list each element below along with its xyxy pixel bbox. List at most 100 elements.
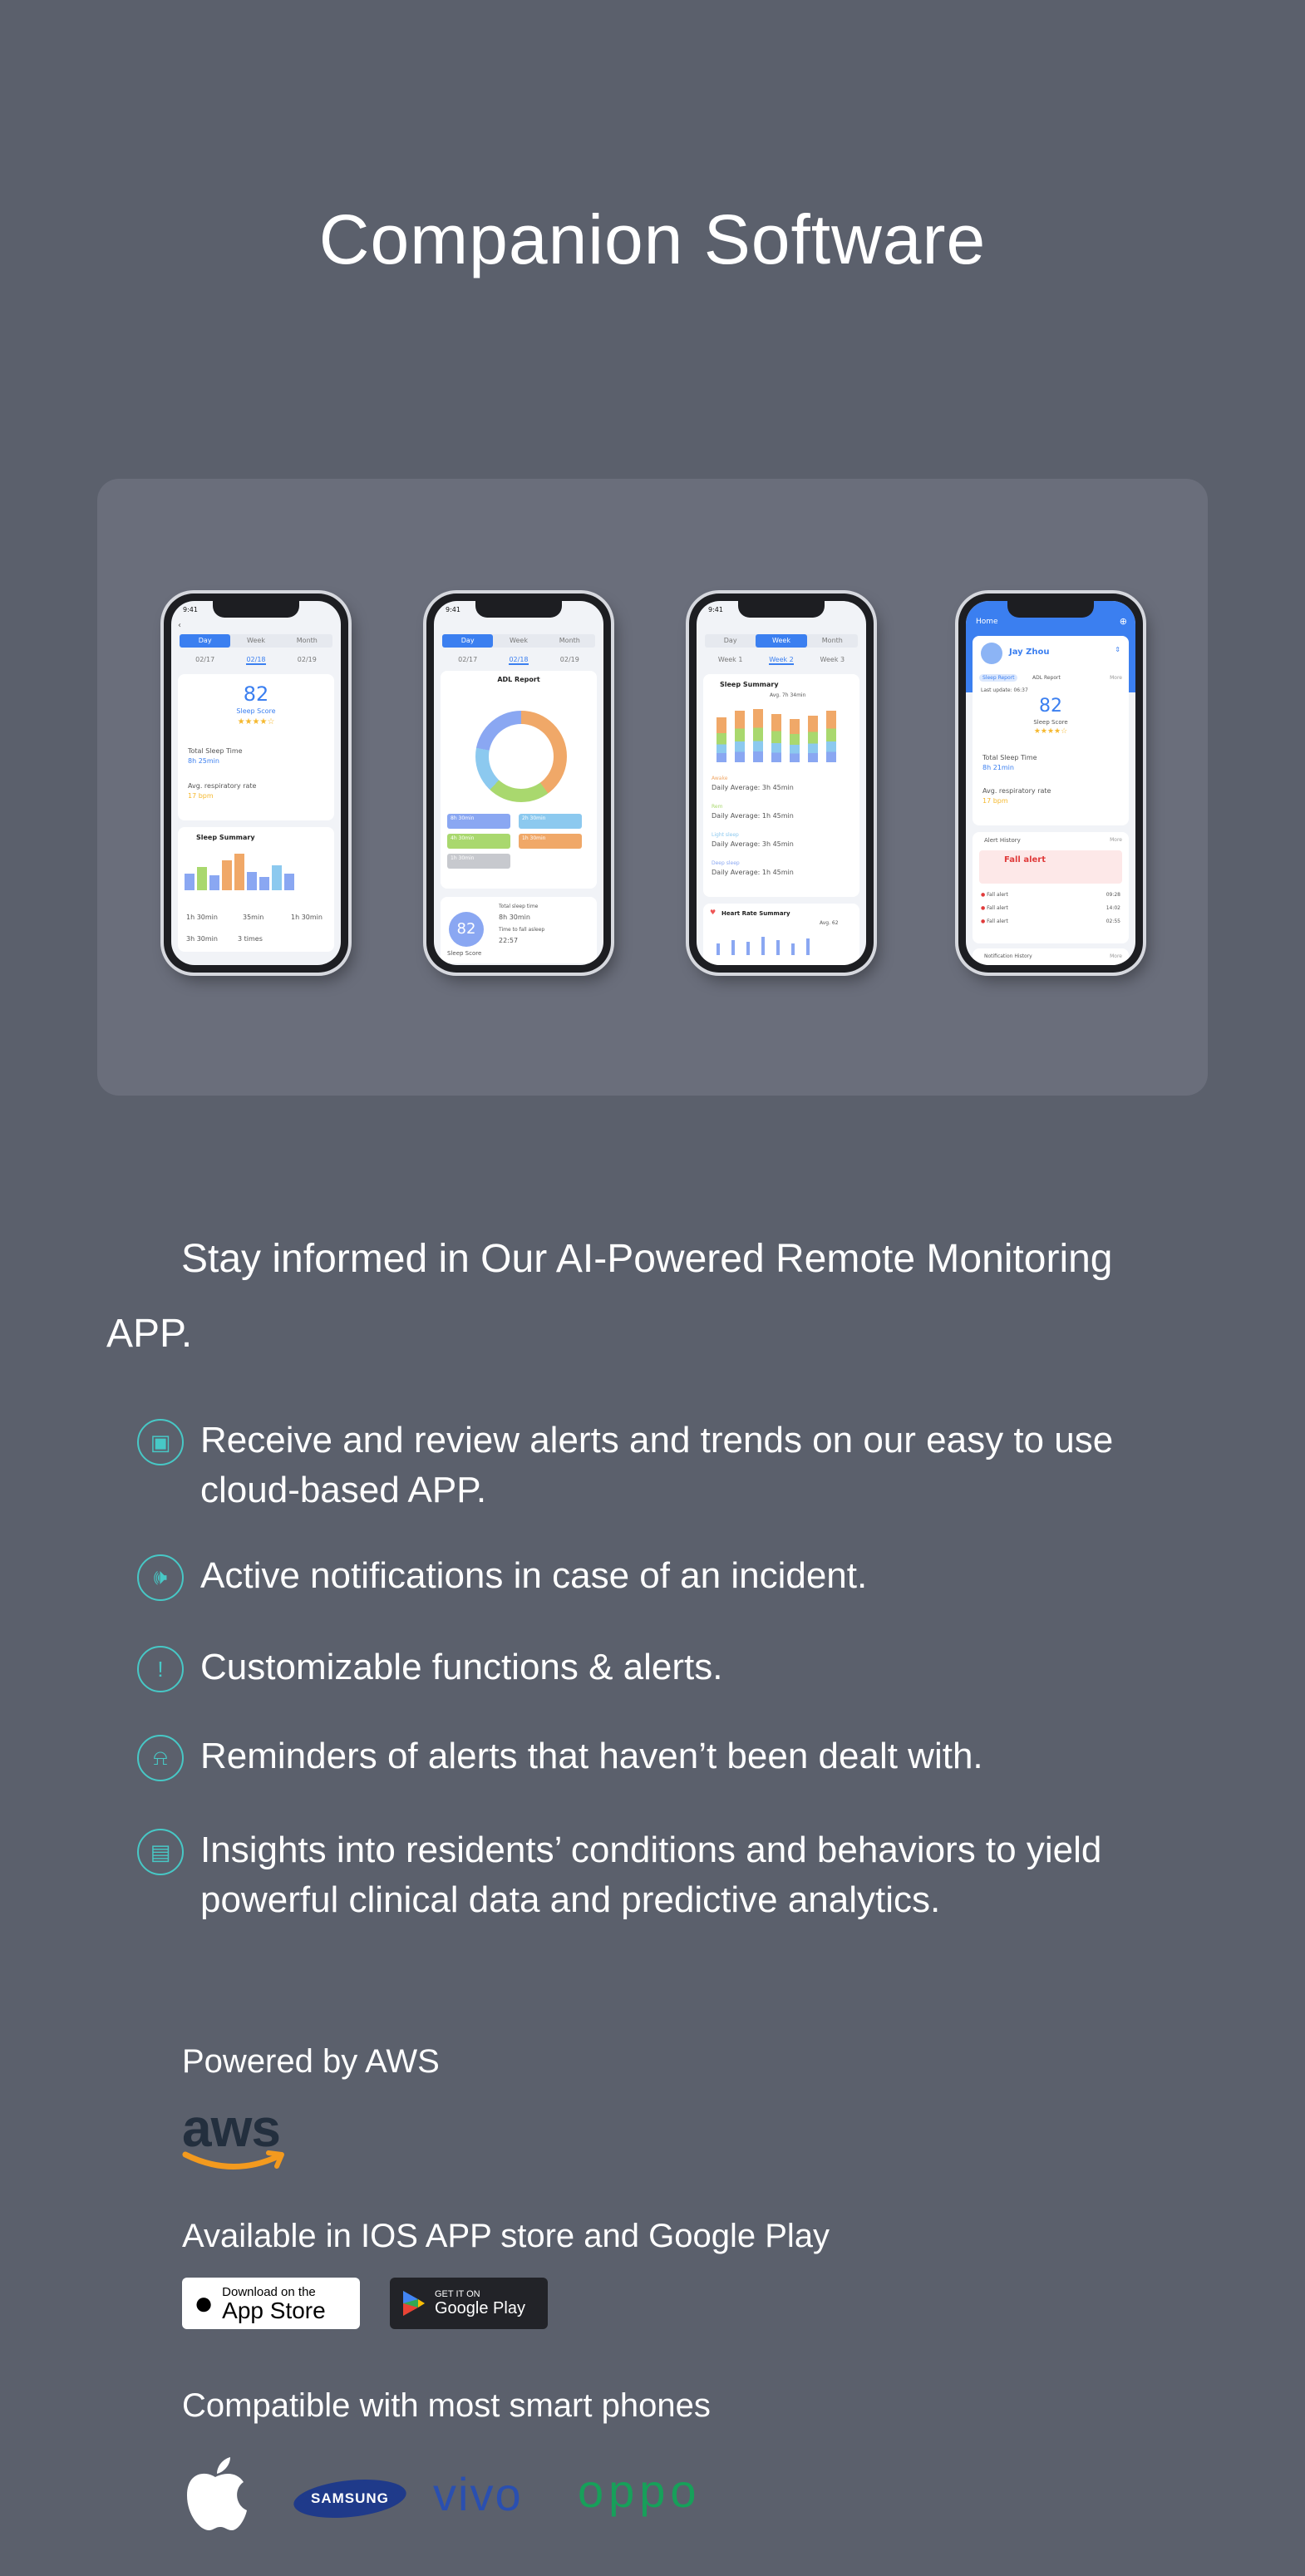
sleep-summary-title: Sleep Summary [720, 681, 779, 688]
tab-month[interactable]: Month [296, 637, 318, 644]
score-card: 82 Sleep Score ★★★★☆ Total Sleep Time 8h… [178, 674, 334, 820]
adl-report-card: ADL Report 8h 30min 2h 30min 4h 30min 1h… [441, 671, 597, 889]
heart-rate-title: Heart Rate Summary [721, 910, 790, 917]
alert-row[interactable]: ● Fall alert [981, 919, 1008, 924]
feature-item: ▣ Receive and review alerts and trends o… [137, 1416, 1218, 1515]
apple-logo-icon [187, 2457, 247, 2530]
google-play-button[interactable]: GET IT ON Google Play [390, 2278, 548, 2329]
back-icon[interactable]: ‹ [178, 621, 181, 630]
stage-average: Daily Average: 1h 45min [712, 869, 794, 876]
sleep-summary-title: Sleep Summary [196, 834, 255, 841]
feature-text: Active notifications in case of an incid… [200, 1555, 868, 1596]
phone-screen: Home ⊕ Jay Zhou ⇕ Sleep Report ADL Repor… [966, 601, 1135, 965]
user-card: Jay Zhou ⇕ Sleep Report ADL Report More … [973, 636, 1129, 825]
powered-by-label: Powered by AWS [182, 2043, 440, 2080]
sleep-score-circle: 82 [449, 912, 484, 947]
status-bar: 9:41 [183, 606, 198, 613]
feature-item: ▤ Insights into residents’ conditions an… [137, 1825, 1218, 1925]
stars-icon: ★★★★☆ [1033, 727, 1068, 736]
aws-logo: aws [182, 2101, 290, 2178]
tab-day[interactable]: Day [723, 637, 737, 644]
heart-rate-card: ♥ Heart Rate Summary Avg. 62 [703, 904, 859, 965]
date-item[interactable]: 02/19 [297, 656, 317, 663]
fall-asleep-value: 22:57 [499, 937, 519, 944]
alert-row[interactable]: ● Fall alert [981, 905, 1008, 911]
status-bar: 9:41 [708, 606, 723, 613]
app-store-label: Download on the App Store [222, 2284, 326, 2323]
feature-item: 🕪 Active notifications in case of an inc… [137, 1551, 1218, 1601]
tab-day[interactable]: Day [180, 634, 231, 648]
tab-week[interactable]: Week [510, 637, 528, 644]
phone-sleep-day: 9:41 ‹ Day Week Month 02/17 02/18 02/19 … [164, 594, 348, 973]
phone-screen: 9:41 ‹ Day Week Month 02/17 02/18 02/19 … [171, 601, 341, 965]
week-item[interactable]: Week 1 [717, 656, 743, 663]
period-segment: Day Week Month [180, 634, 332, 648]
weekly-stacked-bars [717, 704, 836, 762]
store-availability-label: Available in IOS APP store and Google Pl… [182, 2218, 830, 2254]
switch-user-icon[interactable]: ⇕ [1115, 646, 1120, 653]
tab-week[interactable]: Week [247, 637, 265, 644]
oppo-logo: oppo [578, 2465, 702, 2517]
feature-text: Insights into residents’ conditions and … [200, 1830, 1102, 1920]
tab-adl-report[interactable]: ADL Report [1032, 675, 1061, 681]
respiratory-value: 17 bpm [188, 792, 214, 800]
stat-value: 35min [243, 914, 264, 921]
tab-sleep-report[interactable]: Sleep Report [979, 674, 1018, 682]
compatibility-label: Compatible with most smart phones [182, 2387, 711, 2424]
total-sleep-label: Total sleep time [499, 904, 539, 909]
tab-month[interactable]: Month [821, 637, 843, 644]
date-item-selected[interactable]: 02/18 [246, 656, 266, 665]
analytics-icon: ▤ [137, 1829, 184, 1875]
activity-chip: 4h 30min [447, 834, 510, 849]
more-link[interactable]: More [1110, 953, 1122, 959]
add-icon[interactable]: ⊕ [1119, 616, 1127, 627]
intro-text: Stay informed in Our AI-Powered Remote M… [106, 1237, 1113, 1356]
tab-day[interactable]: Day [442, 634, 494, 648]
stage-label: Rem [712, 804, 723, 810]
date-item-selected[interactable]: 02/18 [509, 656, 529, 665]
alert-time: 14:02 [1106, 905, 1120, 911]
stage-average: Daily Average: 3h 45min [712, 784, 794, 791]
tab-week[interactable]: Week [756, 634, 807, 648]
tab-month[interactable]: Month [559, 637, 580, 644]
adl-ring-chart [475, 711, 567, 802]
more-link[interactable]: More [1110, 675, 1122, 681]
activity-chip: 2h 30min [519, 814, 582, 829]
week-item-selected[interactable]: Week 2 [769, 656, 794, 665]
stage-label: Deep sleep [712, 860, 740, 866]
alert-history-card: Alert History More Fall alert ● Fall ale… [973, 832, 1129, 943]
respiratory-label: Avg. respiratory rate [188, 782, 257, 790]
feature-text: Receive and review alerts and trends on … [200, 1420, 1114, 1510]
week-item[interactable]: Week 3 [820, 656, 845, 663]
cloud-app-icon: ▣ [137, 1419, 184, 1465]
feature-item: ⍾ Reminders of alerts that haven’t been … [137, 1731, 1218, 1781]
fall-asleep-label: Time to fall asleep [499, 927, 545, 933]
phones-showcase-panel: 9:41 ‹ Day Week Month 02/17 02/18 02/19 … [97, 479, 1208, 1096]
sleep-score-label: Sleep Score [447, 950, 482, 957]
feature-item: ! Customizable functions & alerts. [137, 1643, 1218, 1692]
alert-row[interactable]: ● Fall alert [981, 892, 1008, 898]
stage-label: Awake [712, 776, 728, 781]
alert-time: 02:55 [1106, 919, 1120, 924]
app-store-button[interactable]: ● Download on the App Store [182, 2278, 360, 2329]
user-name[interactable]: Jay Zhou [1009, 648, 1050, 657]
total-sleep-value: 8h 25min [188, 757, 219, 765]
stage-label: Light sleep [712, 832, 739, 838]
fall-alert-banner[interactable]: Fall alert [979, 850, 1122, 884]
date-item[interactable]: 02/17 [195, 656, 215, 663]
google-play-label: GET IT ON Google Play [435, 2289, 525, 2317]
notification-history-title[interactable]: Notification History [984, 953, 1032, 959]
avatar[interactable] [981, 643, 1002, 664]
exclamation-icon: ! [137, 1646, 184, 1692]
date-item[interactable]: 02/17 [458, 656, 478, 663]
sleep-score-label: Sleep Score [236, 707, 276, 715]
total-sleep-label: Total Sleep Time [188, 747, 243, 755]
notification-history-card: Notification History More [973, 948, 1129, 965]
apple-icon: ● [194, 2284, 214, 2322]
heart-rate-bars [717, 935, 810, 955]
activity-chip: 1h 30min [447, 854, 510, 869]
more-link[interactable]: More [1110, 837, 1122, 843]
date-item[interactable]: 02/19 [559, 656, 579, 663]
activity-chip: 8h 30min [447, 814, 510, 829]
total-sleep-label: Total Sleep Time [982, 754, 1037, 761]
